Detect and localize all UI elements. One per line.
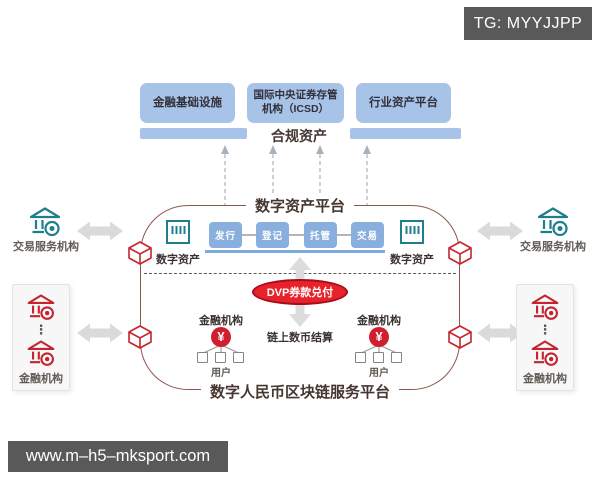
- user-node: [391, 352, 402, 363]
- fn-box-issue: 发行: [209, 222, 242, 248]
- blockchain-cube-icon: [128, 241, 152, 265]
- more-dots: ⋮: [34, 321, 48, 337]
- fi-card-label-right: 金融机构: [523, 372, 567, 385]
- more-dots: ⋮: [538, 321, 552, 337]
- fi-card-right: ⋮ 金融机构: [516, 284, 574, 391]
- fn-connector: [337, 234, 351, 236]
- tg-badge-text: TG: MYYJJPP: [473, 14, 583, 32]
- fn-connector: [242, 234, 256, 236]
- digital-rmb-platform-title: 数字人民币区块链服务平台: [200, 381, 400, 402]
- user-node: [233, 352, 244, 363]
- compliant-assets-bar-right: [350, 128, 461, 139]
- exchange-arrow-bottom-right: [477, 323, 523, 343]
- trade-service-label-right: 交易服务机构: [520, 241, 586, 253]
- bank-icon-fi: [531, 340, 559, 367]
- bank-icon-trade-service-right: [537, 207, 569, 236]
- user-node: [215, 352, 226, 363]
- exchange-arrow-top-right: [477, 221, 523, 241]
- fn-connector: [289, 234, 304, 236]
- bank-icon-fi: [27, 294, 55, 320]
- dvp-settlement-oval: DVP券款兑付: [252, 279, 348, 305]
- bank-icon-fi: [531, 294, 559, 320]
- user-label-left: 用户: [211, 368, 231, 379]
- exchange-arrow-bottom-left: [77, 323, 123, 343]
- fi-label-right: 金融机构: [357, 315, 401, 327]
- watermark-text: www.m–h5–mksport.com: [25, 447, 211, 465]
- trade-service-label-left: 交易服务机构: [13, 241, 79, 253]
- digital-asset-label-right: 数字资产: [390, 254, 434, 266]
- digital-yuan-coin-left: ¥: [211, 327, 231, 347]
- compliant-assets-bar-left: [140, 128, 247, 139]
- asset-rail-line: [205, 250, 385, 253]
- watermark-url: www.m–h5–mksport.com: [8, 441, 228, 472]
- digital-asset-ledger-icon-right: [400, 220, 424, 244]
- box-industry-asset-platform: 行业资产平台: [356, 83, 451, 123]
- digital-asset-ledger-icon-left: [166, 220, 190, 244]
- fi-card-label-left: 金融机构: [19, 372, 63, 385]
- fn-box-register: 登记: [256, 222, 289, 248]
- tg-badge: TG: MYYJJPP: [464, 7, 592, 40]
- bank-icon-trade-service-left: [29, 207, 61, 236]
- digital-asset-label-left: 数字资产: [156, 254, 200, 266]
- blockchain-cube-icon: [448, 241, 472, 265]
- user-label-right: 用户: [369, 368, 389, 379]
- user-node: [197, 352, 208, 363]
- digital-yuan-coin-right: ¥: [369, 327, 389, 347]
- box-financial-infrastructure: 金融基础设施: [140, 83, 235, 123]
- fi-card-left: ⋮ 金融机构: [12, 284, 70, 391]
- user-node: [373, 352, 384, 363]
- user-node: [355, 352, 366, 363]
- onchain-settlement-label: 链上数币结算: [267, 332, 333, 344]
- blockchain-cube-icon: [448, 325, 472, 349]
- exchange-arrow-top-left: [77, 221, 123, 241]
- fi-label-left: 金融机构: [199, 315, 243, 327]
- bank-icon-fi: [27, 340, 55, 367]
- box-icsd: 国际中央证券存管机构（ICSD）: [247, 83, 344, 123]
- fn-box-custody: 托管: [304, 222, 337, 248]
- compliant-assets-label: 合规资产: [271, 128, 327, 144]
- fn-box-trade: 交易: [351, 222, 384, 248]
- digital-asset-platform-title: 数字资产平台: [245, 195, 355, 216]
- blockchain-cube-icon: [128, 325, 152, 349]
